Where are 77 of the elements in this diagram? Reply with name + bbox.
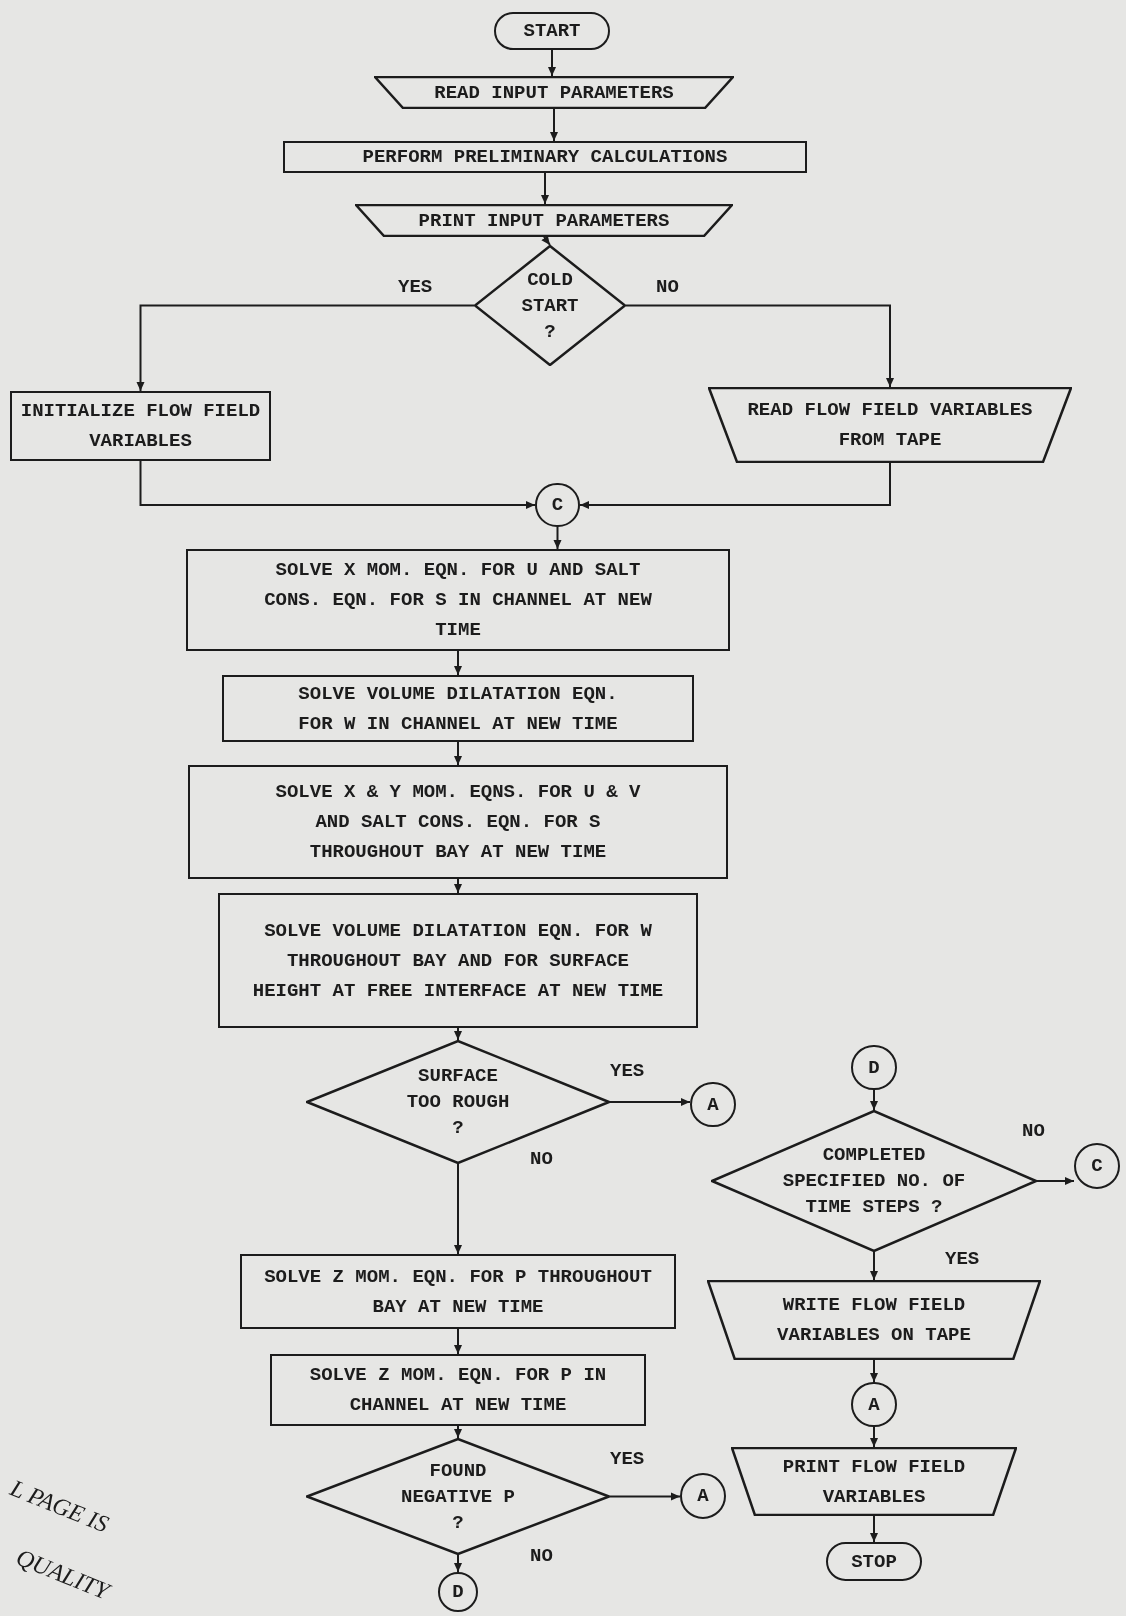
edge-label: YES [945, 1250, 980, 1269]
io-shape [707, 1280, 1041, 1360]
arrow [454, 741, 462, 766]
arrow [870, 1426, 878, 1448]
process-box [270, 1354, 646, 1426]
node-label: D [452, 1580, 464, 1605]
arrow [1036, 1177, 1075, 1185]
node-label: READ FLOW FIELD VARIABLES FROM TAPE [746, 398, 1034, 453]
arrow [454, 1425, 462, 1439]
process-box [240, 1254, 676, 1329]
node-label: PRINT INPUT PARAMETERS [418, 208, 670, 234]
io-shape [355, 204, 733, 237]
process-box [283, 141, 807, 173]
arrow [548, 49, 556, 77]
node-label: SOLVE VOLUME DILATATION EQN. FOR W IN CHANNEL AT NEW TIME [297, 681, 619, 737]
edge-label: NO [1022, 1122, 1045, 1141]
node-label: START [523, 19, 581, 44]
node-label: COMPLETED SPECIFIED NO. OF TIME STEPS ? [781, 1143, 967, 1220]
stamp-text: L PAGE IS [5, 1473, 114, 1540]
node-label: SOLVE VOLUME DILATATION EQN. FOR W THROUGHOUT BAY AND FOR SURFACE HEIGHT AT FREE INTERFACE AT NEW TIME [251, 918, 665, 1004]
terminal-shape [826, 1542, 922, 1581]
arrow [625, 304, 894, 388]
decision-diamond [306, 1040, 610, 1164]
edge-label: NO [530, 1150, 553, 1169]
arrow [454, 1163, 462, 1255]
io-shape [374, 76, 734, 109]
process-box [222, 675, 694, 742]
arrow [870, 1359, 878, 1383]
arrow [609, 1098, 691, 1106]
node-label: A [697, 1484, 709, 1509]
arrow [553, 526, 562, 550]
arrow [579, 462, 891, 509]
arrow [870, 1515, 878, 1543]
node-label: READ INPUT PARAMETERS [434, 80, 674, 106]
edge-label: YES [398, 278, 433, 297]
edge-label: NO [530, 1547, 553, 1566]
process-box [186, 549, 730, 651]
arrow [870, 1251, 878, 1281]
arrow [454, 1554, 462, 1573]
node-label: STOP [851, 1549, 897, 1575]
node-label: SOLVE Z MOM. EQN. FOR P THROUGHOUT BAY AT NEW TIME [263, 1264, 653, 1320]
process-box [218, 893, 698, 1028]
node-label: A [868, 1392, 880, 1418]
edge-label: YES [610, 1062, 645, 1081]
node-label: COLD START ? [520, 267, 580, 345]
process-box [188, 765, 728, 879]
io-shape [708, 387, 1072, 463]
node-label: D [868, 1055, 880, 1081]
node-label: PERFORM PRELIMINARY CALCULATIONS [362, 145, 728, 170]
process-box [10, 391, 271, 461]
node-label: FOUND NEGATIVE P ? [400, 1458, 516, 1536]
arrow [550, 108, 558, 142]
arrow [609, 1492, 681, 1501]
arrow [454, 1328, 462, 1355]
node-label: SOLVE X MOM. EQN. FOR U AND SALT CONS. EQN. FOR S IN CHANNEL AT NEW TIME [263, 558, 653, 643]
arrow [454, 1027, 462, 1041]
io-shape [731, 1447, 1017, 1516]
node-label: INITIALIZE FLOW FIELD VARIABLES [19, 399, 262, 454]
arrow [541, 172, 549, 205]
node-label: C [1091, 1154, 1103, 1179]
arrow [870, 1089, 878, 1111]
edge-label: NO [656, 278, 679, 297]
node-label: SOLVE X & Y MOM. EQNS. FOR U & V AND SALT CONS. EQN. FOR S THROUGHOUT BAY AT NEW TIME [274, 780, 642, 865]
decision-diamond [474, 245, 626, 366]
terminal-shape [494, 12, 610, 50]
arrow [454, 878, 462, 894]
node-label: SURFACE TOO ROUGH ? [405, 1064, 511, 1141]
node-label: PRINT FLOW FIELD VARIABLES [781, 1454, 967, 1510]
arrow [454, 650, 462, 676]
arrow [139, 460, 536, 509]
node-label: C [551, 493, 564, 518]
node-label: WRITE FLOW FIELD VARIABLES ON TAPE [776, 1293, 972, 1348]
edge-label: YES [610, 1450, 645, 1469]
arrow [541, 235, 551, 246]
node-label: SOLVE Z MOM. EQN. FOR P IN CHANNEL AT NEW TIME [308, 1363, 608, 1418]
node-label: A [707, 1092, 719, 1118]
arrow [136, 304, 475, 392]
